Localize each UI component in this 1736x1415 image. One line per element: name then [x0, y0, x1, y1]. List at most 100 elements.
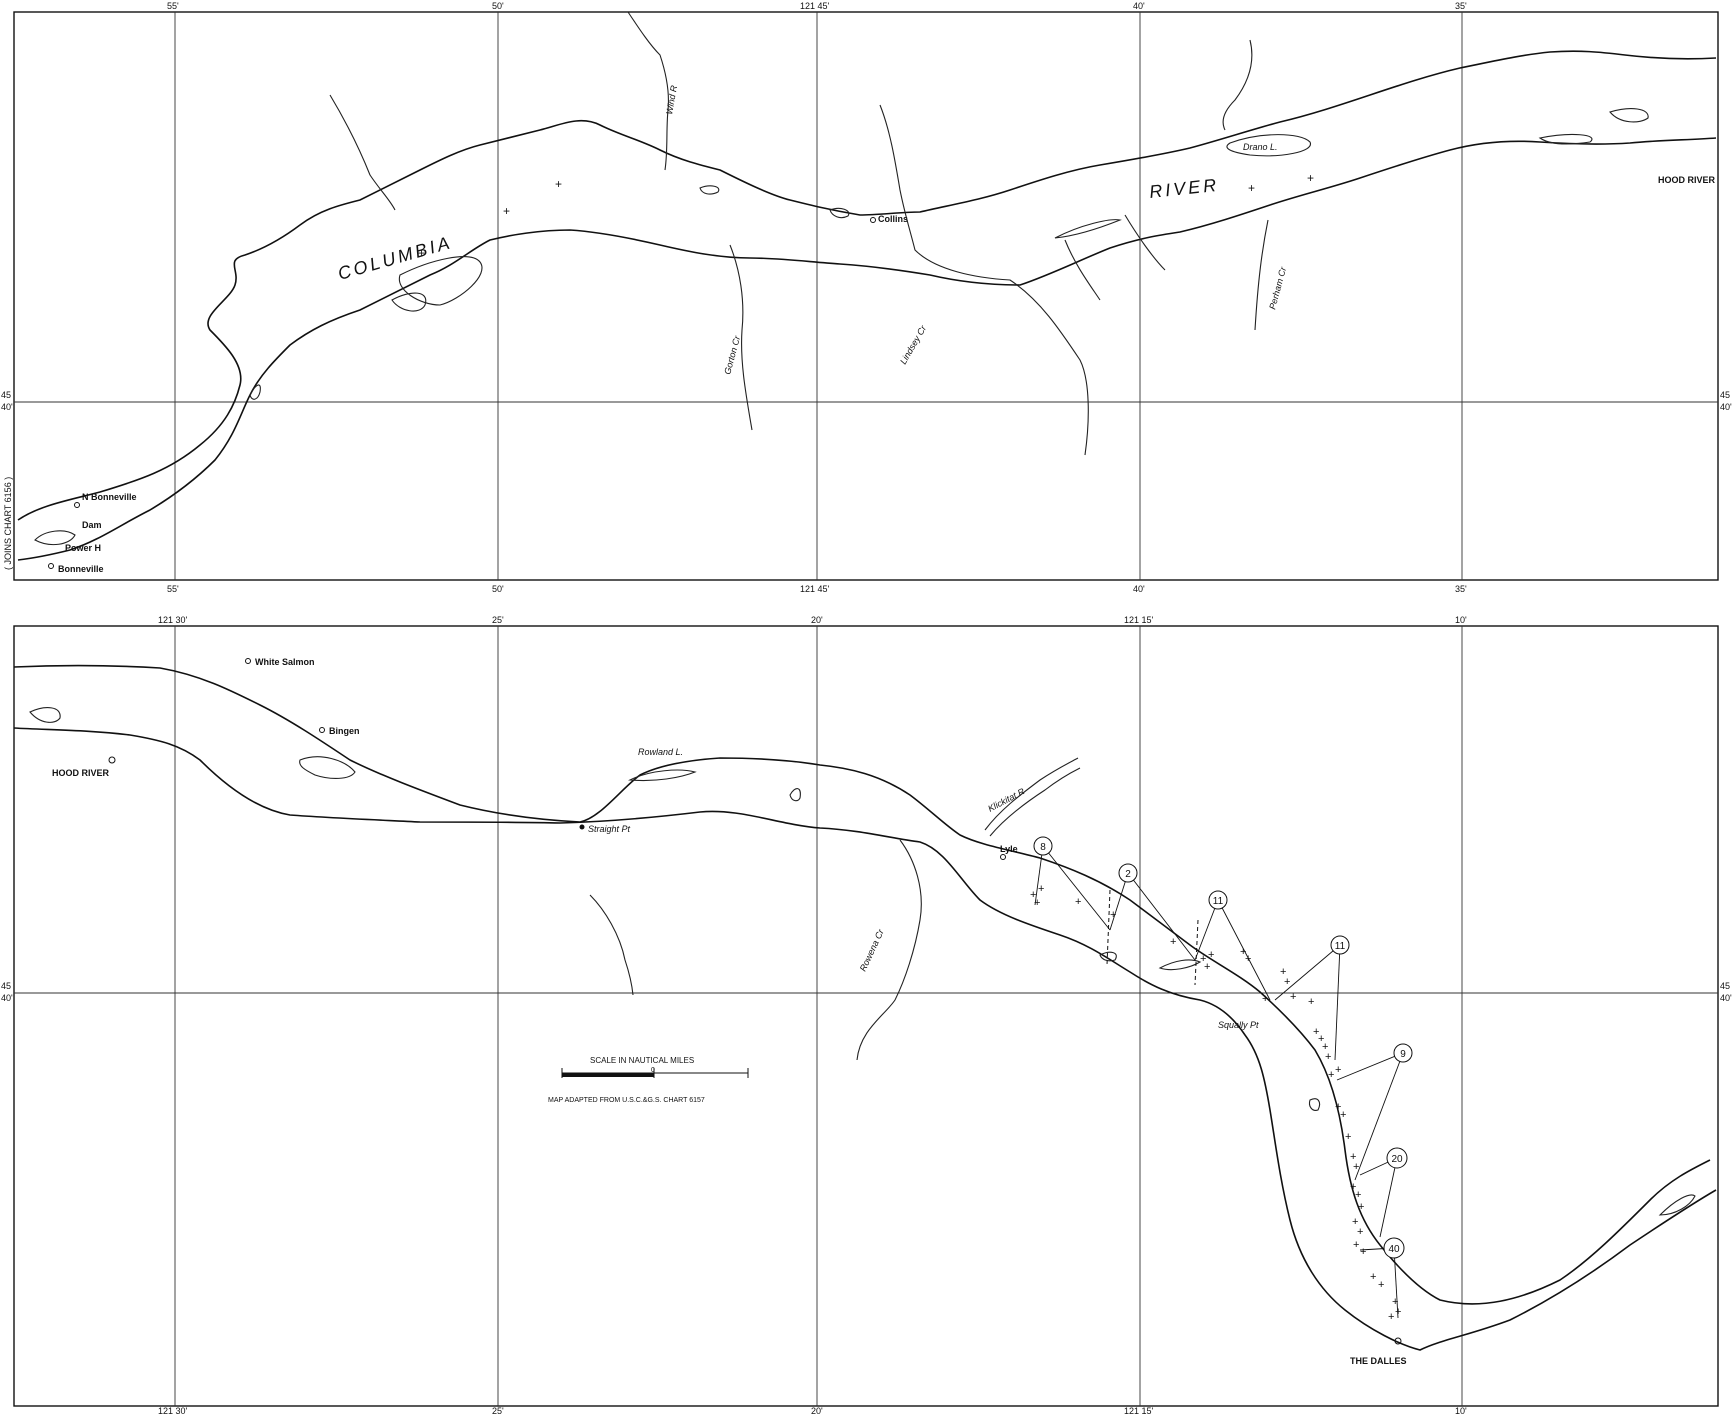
catch-marker: + [1395, 1306, 1401, 1318]
count-label: 11 [1335, 941, 1346, 952]
bonneville-label: Bonneville [58, 564, 104, 574]
upper-north-bank [17, 50, 1717, 521]
catch-marker: + [1208, 949, 1214, 961]
scale-bar-fill [562, 1073, 654, 1077]
bonneville-marker [48, 563, 54, 569]
catch-marker: + [1280, 966, 1286, 978]
count-circle [1208, 890, 1228, 910]
catch-marker: + [1075, 896, 1081, 908]
lower-lat-right-min: 40' [1720, 993, 1732, 1003]
count-label: 20 [1391, 1154, 1403, 1165]
lower-grid [14, 626, 1718, 1406]
catch-marker: + [1245, 953, 1251, 965]
lower-bar-2 [1158, 959, 1202, 971]
lower-tick-bottom-1: 25' [492, 1406, 504, 1415]
lower-tick-bottom-4: 10' [1455, 1406, 1467, 1415]
catch-marker: + [1200, 953, 1206, 965]
upper-tick-bottom-0: 55' [167, 584, 179, 594]
stream-ne [1064, 239, 1101, 301]
hood-river-lower-marker [108, 756, 116, 764]
stream-south-1 [589, 894, 634, 996]
count-label: 8 [1040, 842, 1046, 853]
bingen-islands [299, 756, 356, 779]
reach-divisions [1106, 889, 1199, 986]
upper-tick-bottom-4: 35' [1455, 584, 1467, 594]
catch-marker: + [1307, 171, 1314, 185]
lower-bar-1 [1099, 951, 1117, 962]
perham-creek [1254, 219, 1269, 331]
klickitat-river [984, 757, 1079, 831]
count-circle [1330, 935, 1350, 955]
upper-south-bank [17, 137, 1717, 561]
lower-north-bank [13, 664, 1711, 1305]
catch-marker: + [1248, 181, 1255, 195]
upper-lat-left-deg: 45 [1, 390, 11, 400]
white-salmon-label: White Salmon [255, 657, 315, 667]
perham-cr-label: Perham Cr [1267, 265, 1288, 311]
catch-marker: + [1388, 1311, 1394, 1323]
catch-marker: + [1038, 883, 1044, 895]
upper-islet-1 [249, 384, 261, 400]
stream-east-1 [1124, 214, 1166, 271]
lower-tick-top-0: 121 30' [158, 615, 188, 625]
count-label: 40 [1388, 1244, 1400, 1255]
hood-river-lower-label: HOOD RIVER [52, 768, 110, 778]
white-salmon-marker [245, 658, 251, 664]
the-dalles-label: THE DALLES [1350, 1356, 1407, 1366]
drano-stream [1222, 39, 1253, 131]
catch-marker: + [1325, 1051, 1331, 1063]
catch-marker: + [1350, 1181, 1356, 1193]
catch-marker: + [1322, 1041, 1328, 1053]
power-h-label: Power H [65, 543, 101, 553]
upper-bar-1 [1054, 219, 1122, 239]
upper-island-1 [398, 256, 483, 306]
map-source-note: MAP ADAPTED FROM U.S.C.&G.S. CHART 6157 [548, 1097, 705, 1104]
upper-lat-right-deg: 45 [1720, 390, 1730, 400]
gorton-creek [729, 244, 753, 431]
lower-tick-bottom-0: 121 30' [158, 1406, 188, 1415]
lower-frame [13, 625, 1719, 1407]
upper-tick-bottom-2: 121 45' [800, 584, 830, 594]
wind-river [627, 11, 669, 171]
lindsey-cr-label: Lindsey Cr [898, 323, 929, 366]
n-bonneville-label: N Bonneville [82, 492, 137, 502]
upper-grid [14, 12, 1718, 580]
catch-marker: + [1240, 946, 1246, 958]
lower-catch-markers: + + + + + + + + + + + + + + + + + + + + … [1030, 883, 1401, 1323]
lower-tick-top-1: 25' [492, 615, 504, 625]
upper-island-2 [391, 292, 427, 312]
upper-frame [13, 11, 1719, 581]
catch-marker: + [1328, 1069, 1334, 1081]
upper-islet-2 [699, 185, 720, 195]
lower-bar-east [1658, 1194, 1696, 1216]
catch-marker: + [1355, 1189, 1361, 1201]
catch-marker: + [1284, 976, 1290, 988]
catch-marker: + [1392, 1296, 1398, 1308]
upper-island-east [1538, 134, 1593, 145]
straight-pt-marker [579, 824, 585, 830]
catch-marker: + [1308, 996, 1314, 1008]
wind-r-label: Wind R [664, 84, 679, 115]
count-circle [1393, 1043, 1413, 1063]
catch-marker: + [1378, 1279, 1384, 1291]
count-callouts [1034, 845, 1404, 1319]
bingen-label: Bingen [329, 726, 360, 736]
catch-marker: + [1318, 1033, 1324, 1045]
bingen-marker [319, 727, 325, 733]
catch-marker: + [1313, 1026, 1319, 1038]
count-label: 2 [1125, 869, 1131, 880]
catch-marker: + [1345, 1131, 1351, 1143]
catch-marker: + [1357, 1226, 1363, 1238]
lyle-marker [1000, 854, 1006, 860]
hood-river-upper-label: HOOD RIVER [1658, 175, 1716, 185]
catch-marker: + [1290, 991, 1296, 1003]
catch-marker: + [1204, 961, 1210, 973]
catch-marker: + [1353, 1161, 1359, 1173]
lower-lat-left-deg: 45 [1, 981, 11, 991]
upper-lat-right-min: 40' [1720, 402, 1732, 412]
catch-marker: + [1350, 1151, 1356, 1163]
upper-tick-top-0: 55' [167, 1, 179, 11]
upper-tick-top-2: 121 45' [800, 1, 830, 11]
lower-south-bank [13, 727, 1717, 1351]
count-circle [1386, 1147, 1408, 1169]
